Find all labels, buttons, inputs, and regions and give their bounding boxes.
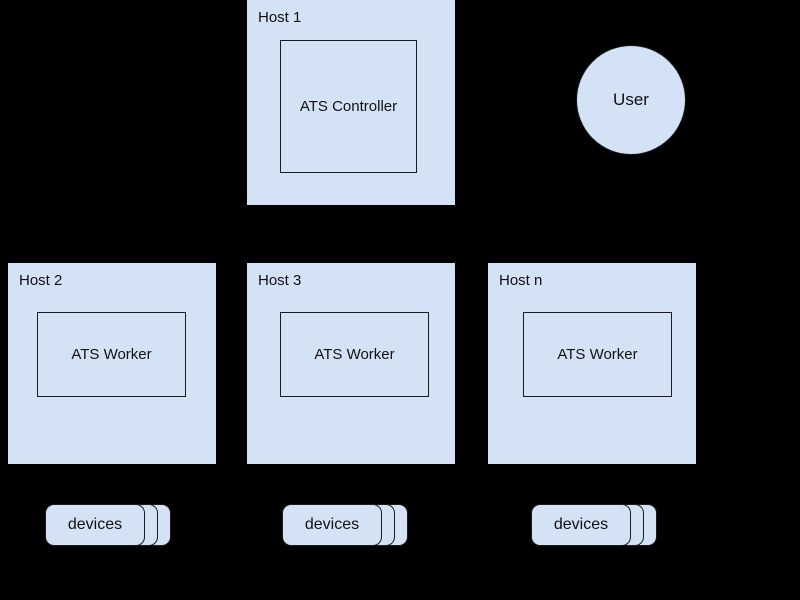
- user-actor-label: User: [613, 90, 649, 109]
- host-box-host-3[interactable]: Host 3 ATS Worker: [247, 263, 455, 464]
- component-label-host-3-ats-worker: ATS Worker: [314, 346, 395, 363]
- host-box-host-n[interactable]: Host n ATS Worker: [488, 263, 696, 464]
- devices-card-front[interactable]: devices: [282, 504, 382, 546]
- host-label-host-1: Host 1: [258, 9, 302, 26]
- devices-card-front[interactable]: devices: [45, 504, 145, 546]
- host-label-host-n: Host n: [499, 272, 543, 289]
- host-box-host-1[interactable]: Host 1 ATS Controller: [247, 0, 455, 205]
- devices-label-host-2: devices: [67, 516, 123, 533]
- component-label-ats-controller: ATS Controller: [299, 98, 398, 115]
- component-label-host-2-ats-worker: ATS Worker: [71, 346, 152, 363]
- component-label-host-n-ats-worker: ATS Worker: [557, 346, 638, 363]
- user-actor-circle[interactable]: User: [576, 45, 686, 155]
- devices-label-host-n: devices: [553, 516, 609, 533]
- host-label-host-3: Host 3: [258, 272, 302, 289]
- devices-card-front[interactable]: devices: [531, 504, 631, 546]
- devices-stack-host-3[interactable]: devices: [282, 504, 408, 546]
- component-box-host-3-ats-worker[interactable]: ATS Worker: [280, 312, 429, 397]
- component-box-ats-controller[interactable]: ATS Controller: [280, 40, 417, 173]
- devices-stack-host-n[interactable]: devices: [531, 504, 657, 546]
- devices-label-host-3: devices: [304, 516, 360, 533]
- component-box-host-n-ats-worker[interactable]: ATS Worker: [523, 312, 672, 397]
- host-label-host-2: Host 2: [19, 272, 63, 289]
- devices-stack-host-2[interactable]: devices: [45, 504, 171, 546]
- component-box-host-2-ats-worker[interactable]: ATS Worker: [37, 312, 186, 397]
- host-box-host-2[interactable]: Host 2 ATS Worker: [8, 263, 216, 464]
